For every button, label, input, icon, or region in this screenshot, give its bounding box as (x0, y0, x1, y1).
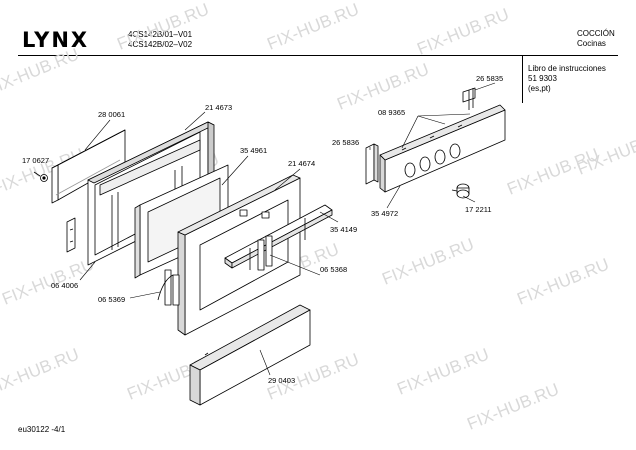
watermark-text: FIX-HUB.RU (514, 255, 611, 309)
part-label: 06 5369 (98, 295, 125, 304)
part-label: 08 9365 (378, 108, 405, 117)
door-hinge-right (257, 235, 273, 271)
part-label: 28 0061 (98, 110, 125, 119)
part-label: 26 5835 (476, 74, 503, 83)
part-label: 06 4006 (51, 281, 78, 290)
header-divider (18, 55, 618, 56)
part-label: 21 4673 (205, 103, 232, 112)
brand-logo: LYNX (22, 28, 90, 52)
watermark-text: FIX-HUB.RU (464, 380, 561, 434)
drawer-front-panel (189, 304, 311, 406)
part-label: 35 4961 (240, 146, 267, 155)
watermark-text: FIX-HUB.RU (0, 45, 82, 99)
part-label: 35 4972 (371, 209, 398, 218)
leader-lines (79, 82, 496, 376)
part-labels: 28 0061 21 4673 17 0627 35 4961 21 4674 … (22, 74, 503, 385)
inner-door-frame (87, 121, 215, 266)
panel-end-cap-right (462, 87, 476, 110)
model-number: 4CS142B/01–V01 (128, 30, 193, 39)
control-panel (379, 104, 506, 193)
part-label: 17 0627 (22, 156, 49, 165)
screw-part (33, 171, 48, 182)
watermark-text: FIX-HUB.RU (264, 0, 361, 54)
part-label: 26 5836 (332, 138, 359, 147)
document-info: Libro de instrucciones 51 9303 (es,pt) (528, 64, 606, 94)
door-window-glass (134, 164, 229, 279)
section-subtitle: Cocinas (577, 39, 606, 48)
document-number: 51 9303 (528, 74, 557, 83)
model-number: 4CS142B/02–V02 (128, 40, 193, 49)
panel-end-cap-left (365, 143, 379, 185)
control-knob (451, 183, 470, 199)
section-title: COCCIÓN (577, 29, 615, 38)
watermark-text: FIX-HUB.RU (0, 345, 82, 399)
part-label: 21 4674 (288, 159, 315, 168)
document-languages: (es,pt) (528, 84, 551, 93)
part-label: 29 0403 (268, 376, 295, 385)
watermark-text: FIX-HUB.RU (414, 5, 511, 59)
part-label: 17 2211 (465, 205, 492, 214)
model-list: 4CS142B/01–V01 4CS142B/02–V02 (128, 30, 192, 50)
document-title: Libro de instrucciones (528, 64, 606, 73)
part-label: 35 4149 (330, 225, 357, 234)
door-hinge-left (157, 269, 180, 306)
watermark-text: FIX-HUB.RU (379, 235, 476, 289)
page-reference: eu30122 -4/1 (18, 425, 66, 434)
watermark-text: FIX-HUB.RU (394, 345, 491, 399)
door-bracket (66, 217, 76, 253)
part-label: 06 5368 (320, 265, 347, 274)
section-heading: COCCIÓN Cocinas (577, 29, 615, 49)
watermark-text: FIX-HUB.RU (114, 0, 211, 54)
watermark-text: FIX-HUB.RU (334, 60, 431, 114)
docinfo-divider (522, 55, 523, 103)
door-glass-panel (51, 129, 126, 204)
watermark-text: FIX-HUB.RU (0, 255, 97, 309)
door-handle (224, 204, 333, 270)
